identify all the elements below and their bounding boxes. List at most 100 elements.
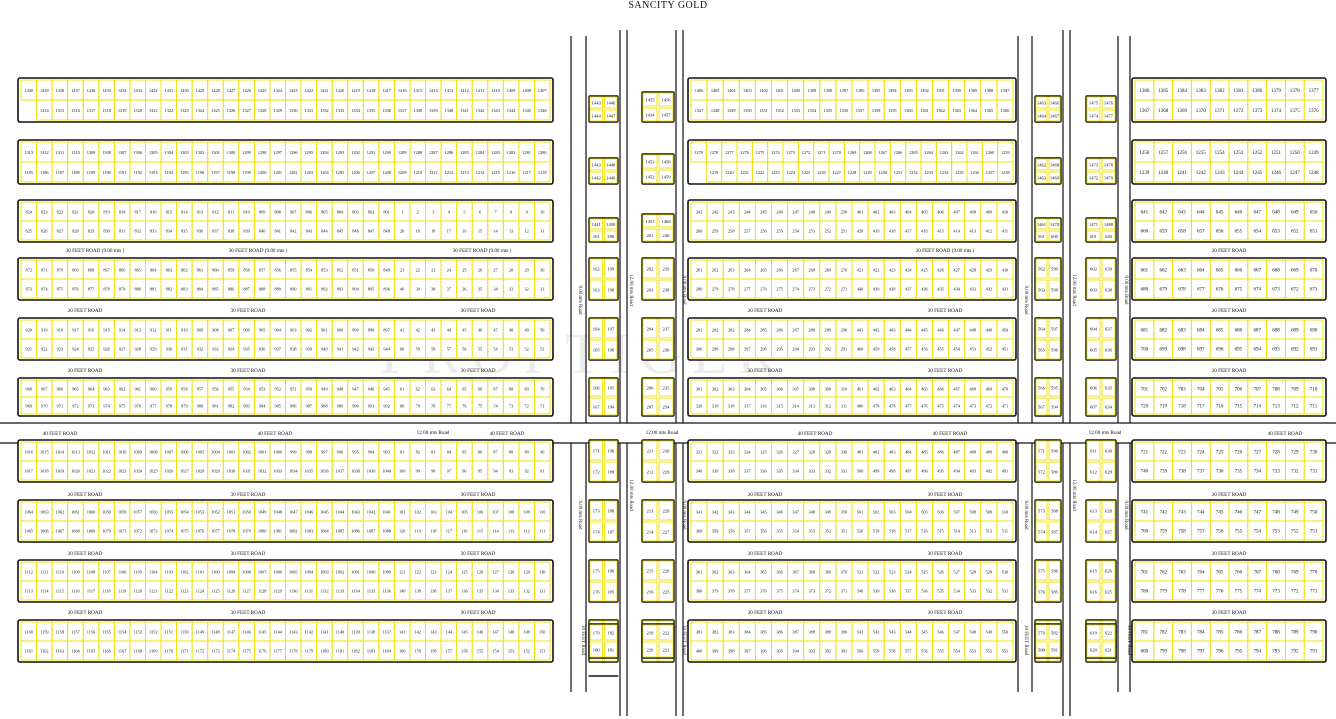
plot-cell — [642, 500, 658, 521]
plot-cell — [1035, 581, 1048, 602]
plot-number: 1271 — [817, 150, 826, 155]
road-label-30ft: 30 FEET ROAD — [928, 308, 963, 314]
plot-number: 776 — [1216, 590, 1224, 595]
strip-outline — [1034, 317, 1062, 361]
plot-number: 1422 — [305, 88, 314, 93]
plot-number: 147 — [492, 630, 499, 635]
plot-number: 1168 — [133, 649, 141, 654]
plot-number: 211 — [647, 449, 654, 454]
plot-number: 1382 — [1215, 89, 1226, 94]
plot-number: 76 — [462, 404, 467, 409]
plot-number: 1257 — [1158, 151, 1169, 156]
plot-number: 1095 — [289, 570, 298, 575]
plot-number: 1059 — [102, 510, 111, 515]
plot-number: 640 — [1105, 234, 1113, 239]
plot-number: 1214 — [476, 170, 485, 175]
plot-number: 722 — [1159, 451, 1167, 456]
plot-number: 758 — [1178, 530, 1186, 535]
plot-number: 62 — [416, 387, 420, 392]
plot-number: 356 — [760, 529, 767, 534]
plot-number: 1023 — [118, 469, 127, 474]
plot-number: 773 — [1272, 590, 1280, 595]
plot-number: 1043 — [351, 510, 360, 515]
plot-number: 1039 — [367, 469, 376, 474]
plot-number: 20 — [400, 229, 404, 234]
plot-cell — [589, 624, 603, 641]
plot-number: 1107 — [102, 570, 111, 575]
plot-number: 616 — [1090, 590, 1098, 595]
plot-cell — [589, 378, 603, 397]
plot-number: 819 — [103, 210, 109, 215]
plot-number: 1371 — [1215, 109, 1226, 114]
plot-number: 912 — [150, 328, 156, 333]
plot-number: 668 — [1272, 269, 1280, 274]
plot-number: 638 — [1105, 288, 1113, 293]
plot-number: 423 — [889, 268, 895, 273]
plot-cell — [1048, 560, 1061, 581]
plot-number: 1467 — [1050, 114, 1060, 119]
plot-number: 53 — [509, 347, 513, 352]
plot-number: 698 — [1178, 348, 1186, 353]
plot-number: 845 — [337, 229, 343, 234]
plot-number: 1343 — [491, 108, 500, 113]
plot-number: 463 — [889, 387, 895, 392]
plot-number: 555 — [937, 649, 943, 654]
strip-outline — [588, 95, 619, 123]
plot-number: 164 — [593, 327, 601, 332]
plot-number: 860 — [212, 268, 218, 273]
strip-outline — [1085, 95, 1117, 123]
plot-number: 90 — [540, 450, 544, 455]
plot-number: 407 — [953, 210, 960, 215]
road-labels-layer: 30 FEET ROAD (9.00 mts )30 FEET ROAD (9.… — [43, 247, 1303, 655]
plot-cell — [642, 461, 658, 482]
plot-number: 212 — [647, 470, 655, 475]
plot-cell — [996, 220, 1014, 241]
plot-number: 1162 — [40, 649, 48, 654]
road-label-30ft: 30 FEET ROAD — [748, 610, 783, 616]
plot-number: 2 — [417, 210, 419, 215]
road-label-30ft: 30 FEET ROAD — [461, 492, 496, 498]
plot-cell — [1048, 158, 1061, 171]
plot-number: 200 — [607, 234, 615, 239]
plot-number: 793 — [1272, 650, 1280, 655]
plot-number: 741 — [1141, 511, 1149, 516]
plot-number: 153 — [508, 649, 514, 654]
plot-number: 1402 — [759, 88, 768, 93]
plot-number: 220 — [647, 648, 655, 653]
plot-number: 136 — [461, 589, 468, 594]
plot-number: 1003 — [227, 450, 236, 455]
plot-number: 865 — [134, 268, 140, 273]
plot-number: 1112 — [25, 570, 33, 575]
plot-number: 181 — [607, 648, 615, 653]
plot-number: 587 — [1051, 530, 1059, 535]
plot-number: 342 — [712, 510, 718, 515]
plot-number: 786 — [1235, 631, 1243, 636]
plot-number: 870 — [57, 268, 63, 273]
plot-number: 797 — [1197, 650, 1205, 655]
plot-number: 424 — [905, 268, 912, 273]
plot-number: 727 — [1253, 451, 1261, 456]
plot-number: 1188 — [71, 170, 79, 175]
plot-number: 1396 — [856, 88, 865, 93]
plot-number: 961 — [134, 387, 140, 392]
plot-number: 141 — [399, 630, 405, 635]
plot-number: 165 — [593, 348, 601, 353]
plot-cell — [1048, 500, 1061, 521]
plot-number: 596 — [1051, 348, 1059, 353]
plot-cell — [1303, 99, 1324, 121]
strip-outline — [1085, 559, 1117, 603]
plot-number: 987 — [306, 404, 313, 409]
plot-number: 997 — [321, 450, 328, 455]
plot-cell — [1048, 461, 1061, 482]
plot-number: 1185 — [25, 170, 33, 175]
plot-number: 140 — [399, 589, 405, 594]
plot-number: 849 — [383, 268, 389, 273]
plot-number: 1469 — [1050, 176, 1060, 181]
plot-number: 1419 — [351, 88, 360, 93]
plot-number: 957 — [197, 387, 204, 392]
plot-number: 940 — [321, 347, 327, 352]
